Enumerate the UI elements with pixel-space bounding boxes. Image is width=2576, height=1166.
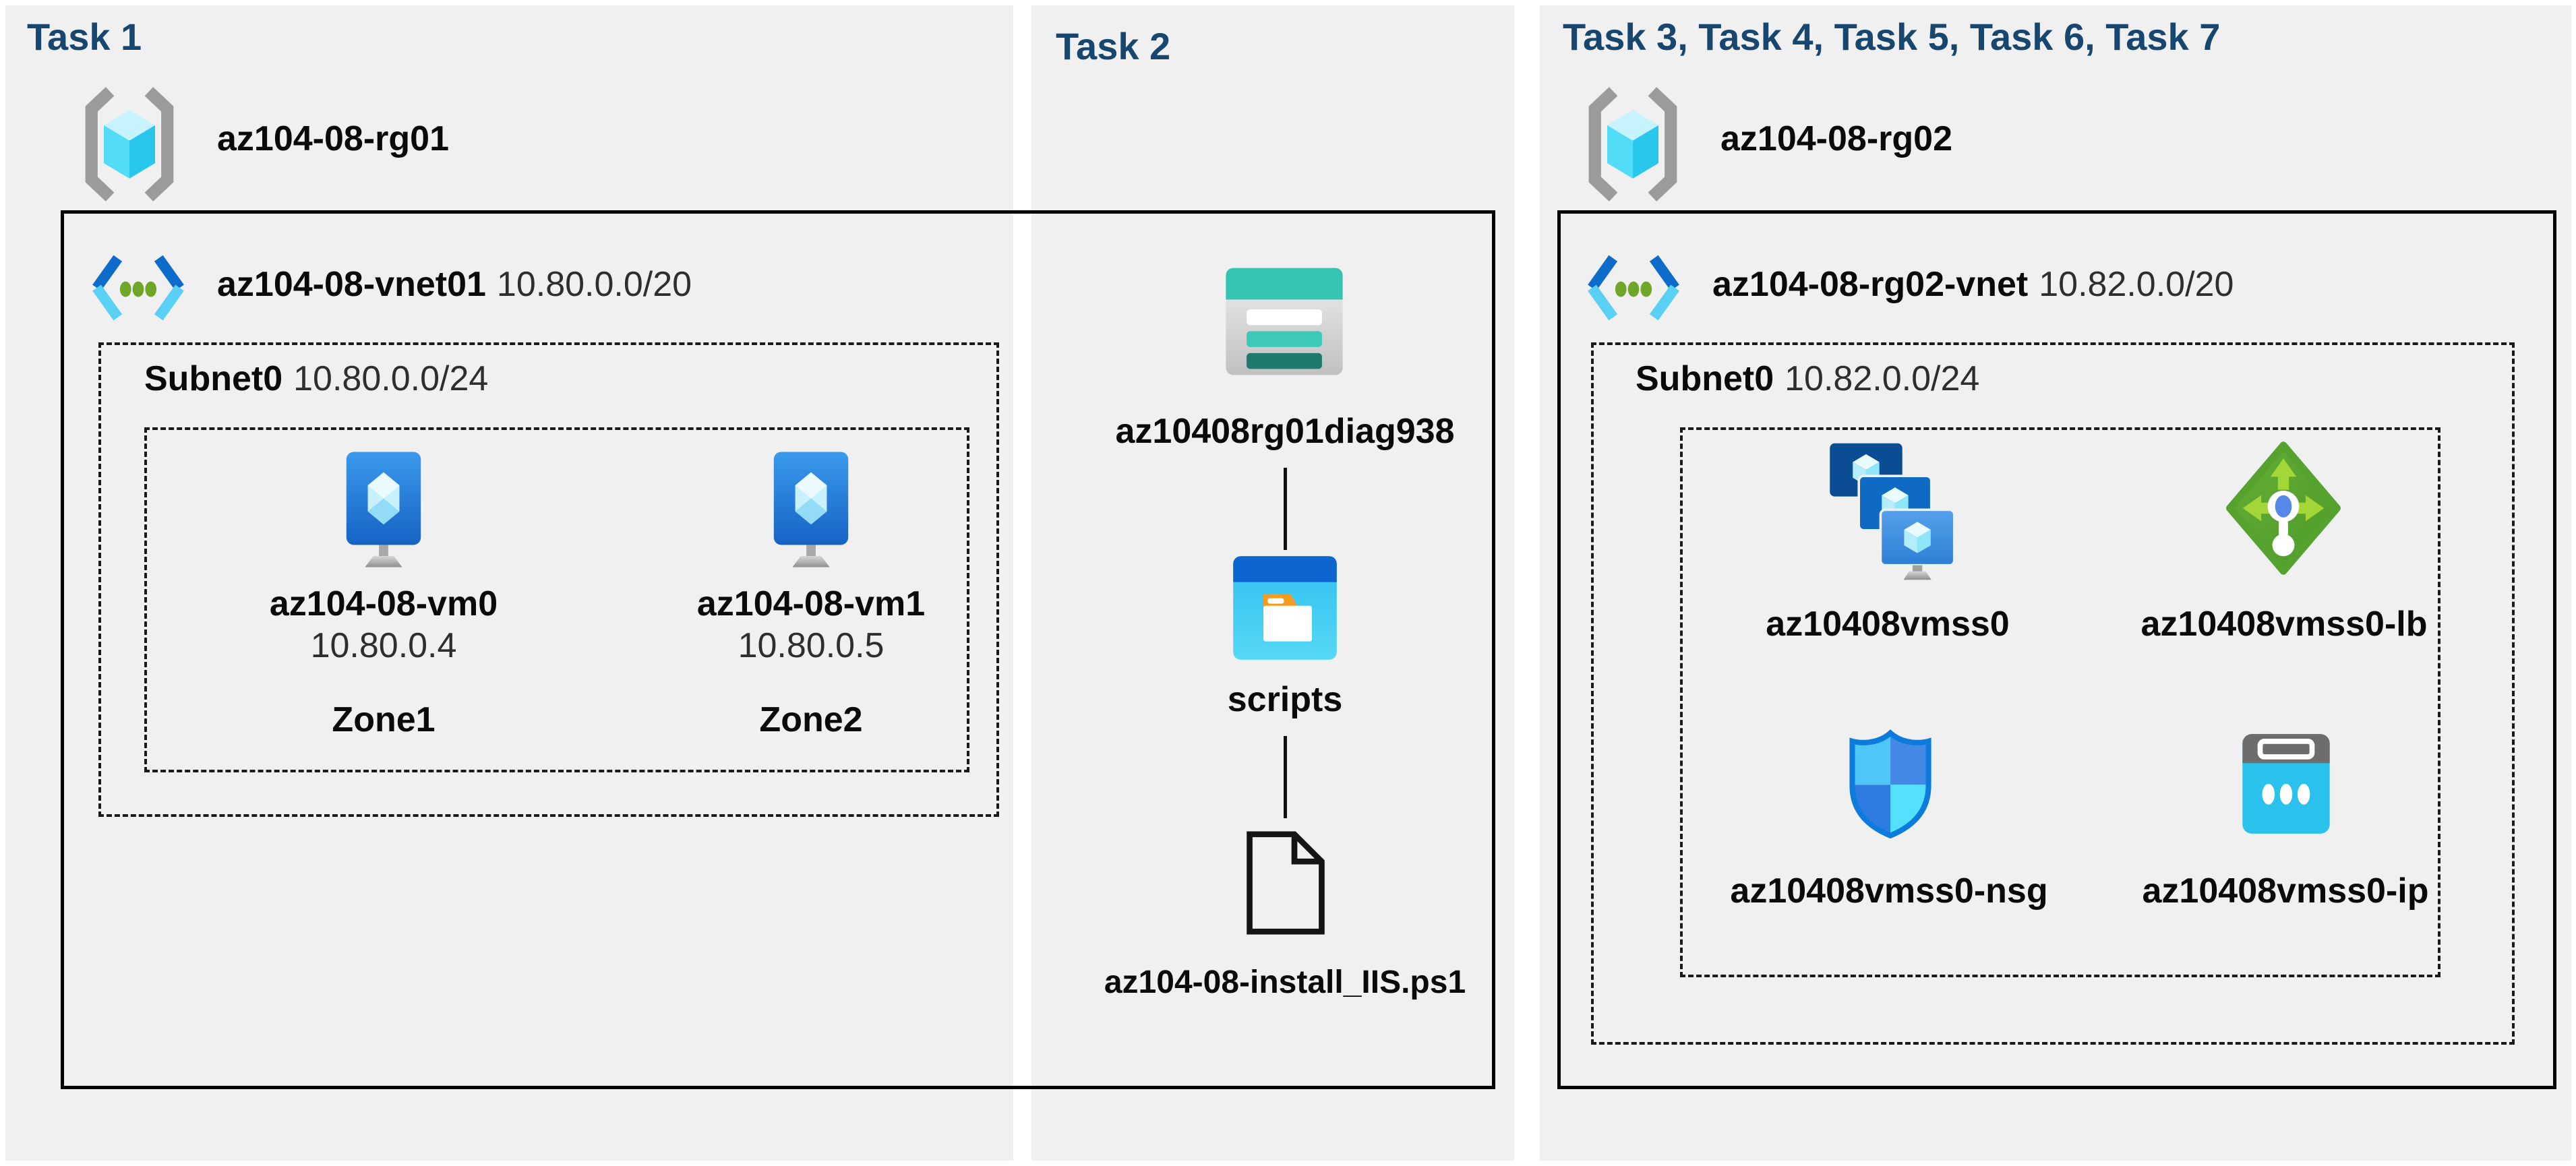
resource-group-icon	[78, 85, 181, 204]
nsg-name: az10408vmss0-nsg	[1730, 871, 2048, 911]
subnet-name: Subnet0	[144, 359, 283, 398]
virtual-network-icon	[89, 251, 187, 325]
vnet-name: az104-08-vnet01 10.80.0.0/20	[217, 264, 692, 305]
vm-ip: 10.80.0.5	[738, 626, 885, 665]
vnet-cidr: 10.82.0.0/20	[2039, 265, 2234, 304]
task2-title: Task 2	[1056, 25, 1171, 67]
public-ip-name: az10408vmss0-ip	[2142, 871, 2429, 911]
vm-scale-set-icon	[1823, 442, 1955, 581]
nsg-shield-icon	[1843, 727, 1938, 841]
vnet-name: az104-08-rg02-vnet 10.82.0.0/20	[1712, 264, 2234, 305]
task1-title: Task 1	[27, 16, 142, 58]
subnet-cidr: 10.82.0.0/24	[1785, 359, 1980, 398]
vm-zone: Zone1	[332, 700, 436, 739]
subnet-cidr: 10.80.0.0/24	[293, 359, 489, 398]
public-ip-icon	[2234, 732, 2338, 836]
virtual-machine-icon	[337, 449, 430, 570]
script-file-name: az104-08-install_IIS.ps1	[1104, 964, 1466, 1000]
vnet-cidr: 10.80.0.0/20	[496, 265, 692, 304]
vm-ip: 10.80.0.4	[310, 626, 457, 665]
storage-account-icon	[1223, 266, 1346, 377]
subnet-label: Subnet0 10.82.0.0/24	[1636, 359, 1979, 399]
vm-name: az104-08-vm0	[269, 584, 498, 623]
storage-account-name: az10408rg01diag938	[1115, 412, 1455, 451]
resource-group-icon	[1582, 85, 1684, 204]
panel-task1	[5, 5, 1013, 1161]
subnet0-box-rg01	[98, 342, 999, 817]
panel-task3-7	[1540, 5, 2571, 1161]
vm-name: az104-08-vm1	[696, 584, 926, 623]
subnet0-box-rg02	[1591, 342, 2515, 1045]
vm-zone: Zone2	[759, 700, 863, 739]
powershell-file-icon	[1242, 822, 1329, 944]
vnet-name-text: az104-08-rg02-vnet	[1712, 265, 2029, 304]
blob-container-icon	[1231, 554, 1339, 662]
subnet-name: Subnet0	[1636, 359, 1774, 398]
rg02-vnet-boundary-box	[1557, 210, 2556, 1089]
virtual-machine-icon	[765, 449, 858, 570]
task3-7-title: Task 3, Task 4, Task 5, Task 6, Task 7	[1563, 16, 2221, 58]
container-name: scripts	[1227, 680, 1343, 719]
resource-group-name: az104-08-rg01	[217, 119, 449, 158]
connector-line	[1284, 468, 1287, 550]
vm-group-box-rg01	[144, 427, 969, 772]
virtual-network-icon	[1584, 251, 1683, 325]
subnet-label: Subnet0 10.80.0.0/24	[144, 359, 488, 399]
vnet-name-text: az104-08-vnet01	[217, 265, 486, 304]
load-balancer-icon	[2226, 439, 2341, 577]
vmss-name: az10408vmss0	[1766, 605, 2010, 644]
connector-line	[1284, 736, 1287, 818]
resource-group-name: az104-08-rg02	[1720, 119, 1952, 158]
rg01-vnet-boundary-box	[61, 210, 1495, 1089]
vmss-group-box-rg02	[1680, 427, 2440, 977]
load-balancer-name: az10408vmss0-lb	[2140, 605, 2428, 644]
